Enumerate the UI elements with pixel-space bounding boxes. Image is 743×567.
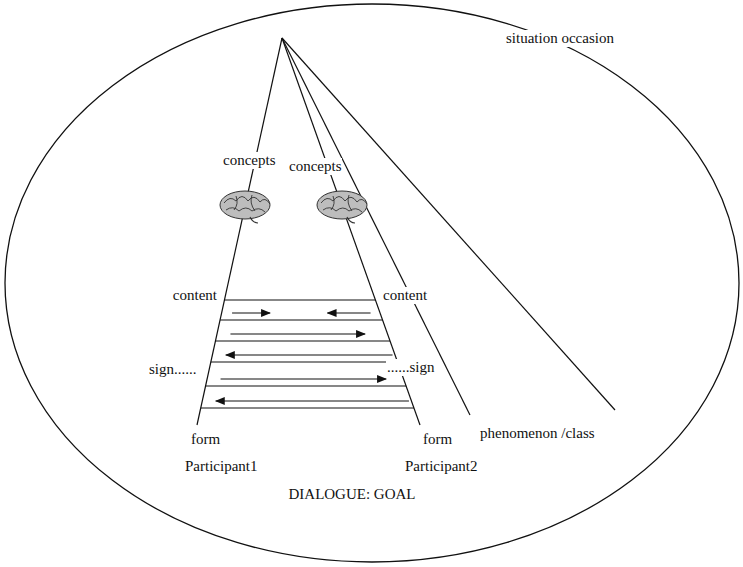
brain-icon [317,191,367,223]
exchange-line [201,407,414,408]
form-label: form [190,431,221,448]
participant1-line [197,38,282,425]
exchange-arrow [216,400,409,401]
content-label: content [382,287,428,304]
exchange-line [211,361,398,362]
exchange-arrow [230,333,365,334]
goal-label: DIALOGUE: GOAL [287,486,416,503]
class-line [282,38,615,410]
sign-label: sign...... [148,361,198,378]
participant-label: Participant2 [404,458,478,475]
exchange-line [215,340,390,341]
participant-label: Participant1 [184,458,258,475]
exchange-arrow [328,312,371,313]
exchange-arrow [226,354,393,355]
concept-label: concepts [288,158,342,175]
form-label: form [422,431,453,448]
exchange-arrow [232,312,270,313]
situation-label: situation occasion [505,30,615,47]
brain-icon [220,191,270,223]
situation-ellipse [5,4,739,562]
phenomenon-label: phenomenon /class [479,425,596,442]
exchange-line [206,385,407,386]
exchange-arrow [221,378,387,379]
phenomenon-line [282,38,470,415]
content-label: content [172,287,218,304]
concept-label: concepts [222,152,276,169]
exchange-line [224,299,375,300]
sign-label: ......sign [386,359,436,376]
exchange-line [220,319,382,320]
